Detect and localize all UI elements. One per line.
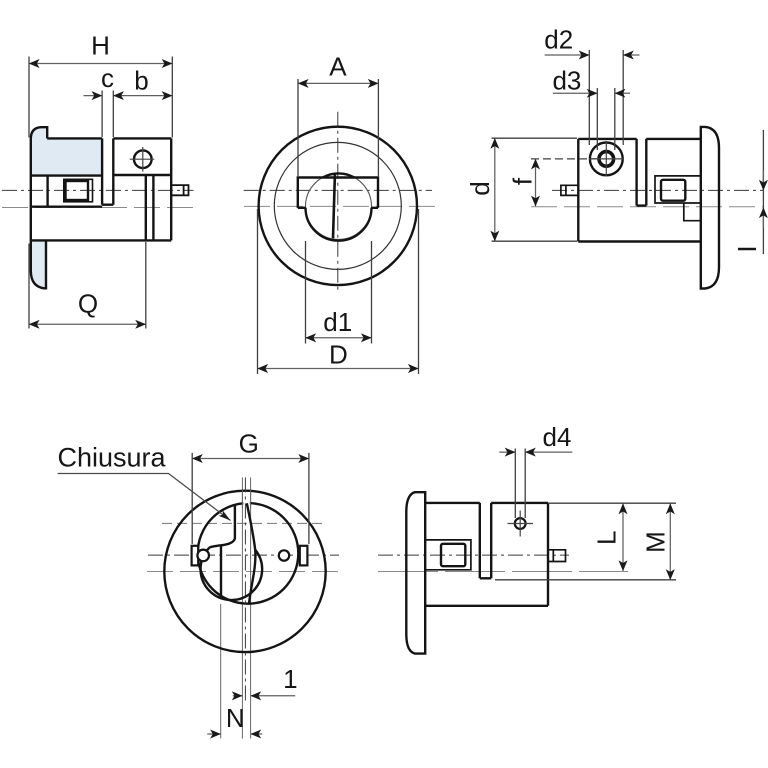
svg-text:H: H bbox=[91, 31, 110, 61]
svg-text:b: b bbox=[134, 66, 148, 96]
svg-text:L: L bbox=[592, 531, 622, 545]
svg-text:M: M bbox=[640, 531, 670, 553]
svg-text:Chiusura: Chiusura bbox=[58, 443, 167, 473]
svg-text:d: d bbox=[465, 181, 495, 195]
svg-text:c: c bbox=[101, 63, 114, 93]
svg-text:D: D bbox=[329, 340, 348, 370]
svg-text:1: 1 bbox=[283, 664, 297, 694]
svg-text:G: G bbox=[239, 429, 259, 459]
svg-text:Q: Q bbox=[78, 289, 98, 319]
svg-text:N: N bbox=[226, 703, 245, 733]
svg-text:f: f bbox=[508, 177, 538, 185]
svg-text:d4: d4 bbox=[543, 422, 572, 452]
svg-text:A: A bbox=[329, 51, 347, 81]
svg-text:d3: d3 bbox=[552, 66, 581, 96]
svg-text:d2: d2 bbox=[544, 25, 573, 55]
svg-text:d1: d1 bbox=[323, 307, 352, 337]
svg-text:I: I bbox=[732, 245, 762, 252]
